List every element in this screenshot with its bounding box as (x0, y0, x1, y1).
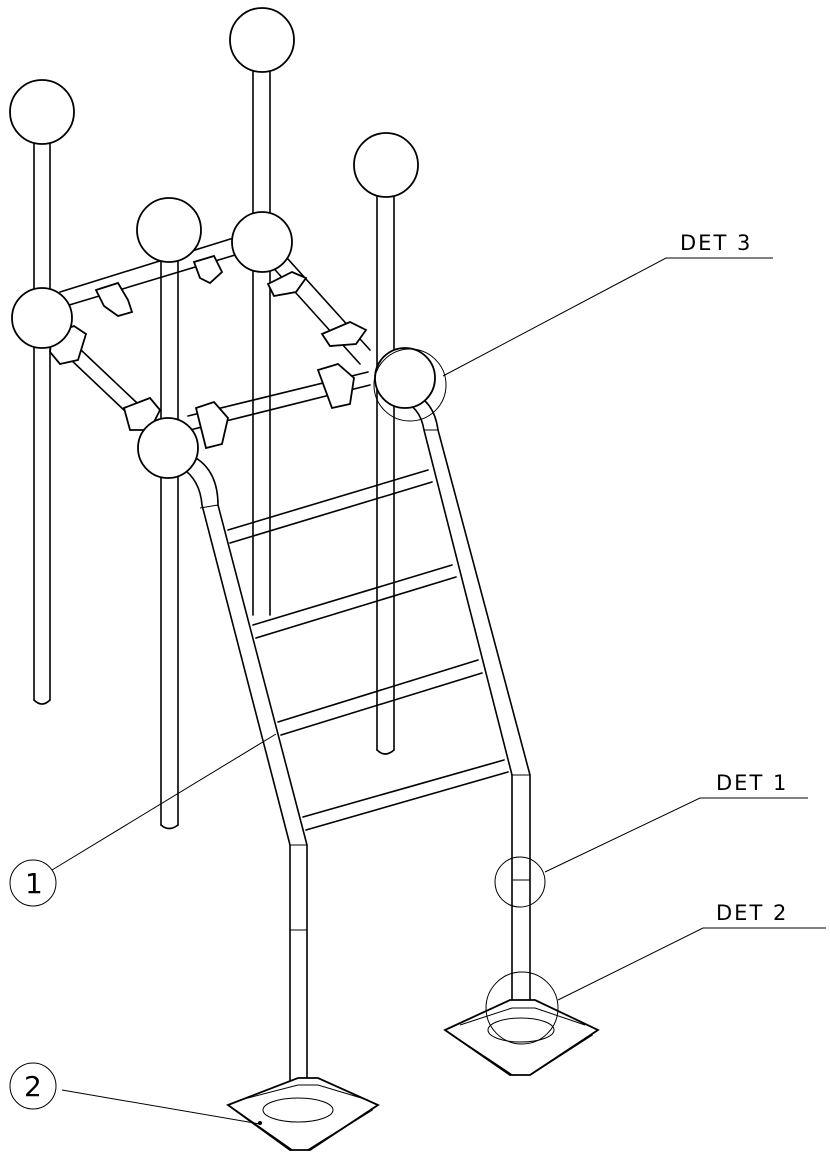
ball-front (136, 197, 202, 263)
det2-leader (557, 927, 826, 1001)
ball-left-back (9, 79, 75, 145)
det1-label: DET 1 (716, 771, 788, 795)
rung (227, 469, 433, 544)
clamp (192, 254, 224, 285)
rail-clamps (49, 254, 368, 450)
clamp (320, 321, 368, 347)
det3-leader (442, 257, 773, 377)
post-right (376, 194, 395, 755)
top-balls (9, 7, 419, 263)
item1-leader (51, 733, 277, 871)
item-balloon-2-text: 2 (24, 1070, 42, 1103)
ladder-right-stringer (399, 391, 531, 1001)
clamp (194, 400, 229, 450)
item-balloon-1-text: 1 (25, 867, 43, 900)
post-center-back (252, 69, 271, 616)
det1-detail-circle (494, 856, 546, 908)
sphere-left-back (11, 287, 73, 349)
post-front (160, 259, 179, 830)
sphere-center-back (231, 211, 293, 273)
item-balloon-1: 1 (9, 859, 57, 907)
clamp (316, 362, 355, 410)
ladder-left-stringer (181, 457, 308, 1081)
det1-leader (544, 797, 808, 873)
det2-detail-circle (485, 971, 559, 1045)
rung (277, 659, 483, 736)
ball-center-back (229, 7, 295, 73)
ball-right (353, 132, 419, 198)
rung (302, 759, 509, 831)
item-balloon-2: 2 (9, 1062, 57, 1110)
rung (252, 564, 457, 639)
foot-plate-right (443, 999, 600, 1076)
clamp (266, 271, 308, 298)
sphere-right (374, 347, 436, 409)
det3-detail-circle (373, 348, 447, 422)
clamp (94, 281, 134, 317)
sphere-front (137, 417, 199, 479)
item2-leader (61, 1089, 261, 1125)
post-left-back (33, 139, 51, 705)
foot-plate-left (226, 1077, 380, 1151)
det2-label: DET 2 (716, 901, 788, 925)
ladder-rungs (227, 469, 509, 831)
connector-spheres (11, 211, 436, 479)
leader-lines (51, 257, 826, 1125)
det3-label: DET 3 (680, 231, 752, 255)
